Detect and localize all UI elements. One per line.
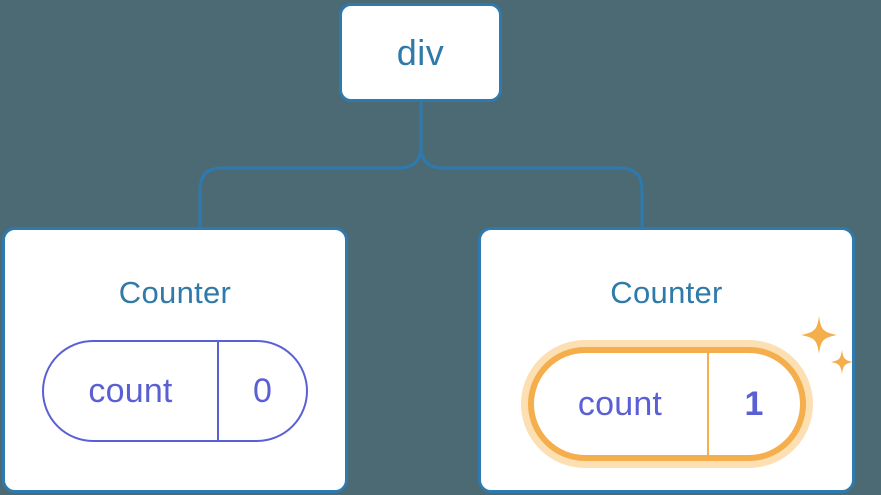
component-card-counter-right[interactable]: Counter count 1: [478, 227, 855, 493]
state-pill-wrap-highlighted: count 1: [520, 316, 853, 468]
node-root-div[interactable]: div: [339, 3, 502, 102]
state-pill-halo: count 1: [520, 340, 813, 468]
state-pill-wrap: count 0: [42, 340, 308, 442]
component-card-counter-left[interactable]: Counter count 0: [2, 227, 348, 493]
sparkle-small-icon: [830, 350, 853, 374]
state-pill[interactable]: count 1: [533, 353, 800, 455]
state-value: 1: [706, 353, 800, 455]
state-value: 0: [217, 342, 306, 440]
component-title: Counter: [118, 275, 232, 310]
state-key: count: [88, 371, 173, 410]
sparkle-large-icon: [800, 316, 837, 354]
component-title: Counter: [610, 275, 723, 310]
state-pill-ring: count 1: [527, 347, 806, 461]
connector-right: [419, 102, 644, 228]
state-pill[interactable]: count 0: [42, 340, 308, 442]
connector-left: [198, 102, 423, 228]
node-root-label: div: [396, 31, 445, 73]
state-key: count: [577, 384, 663, 423]
